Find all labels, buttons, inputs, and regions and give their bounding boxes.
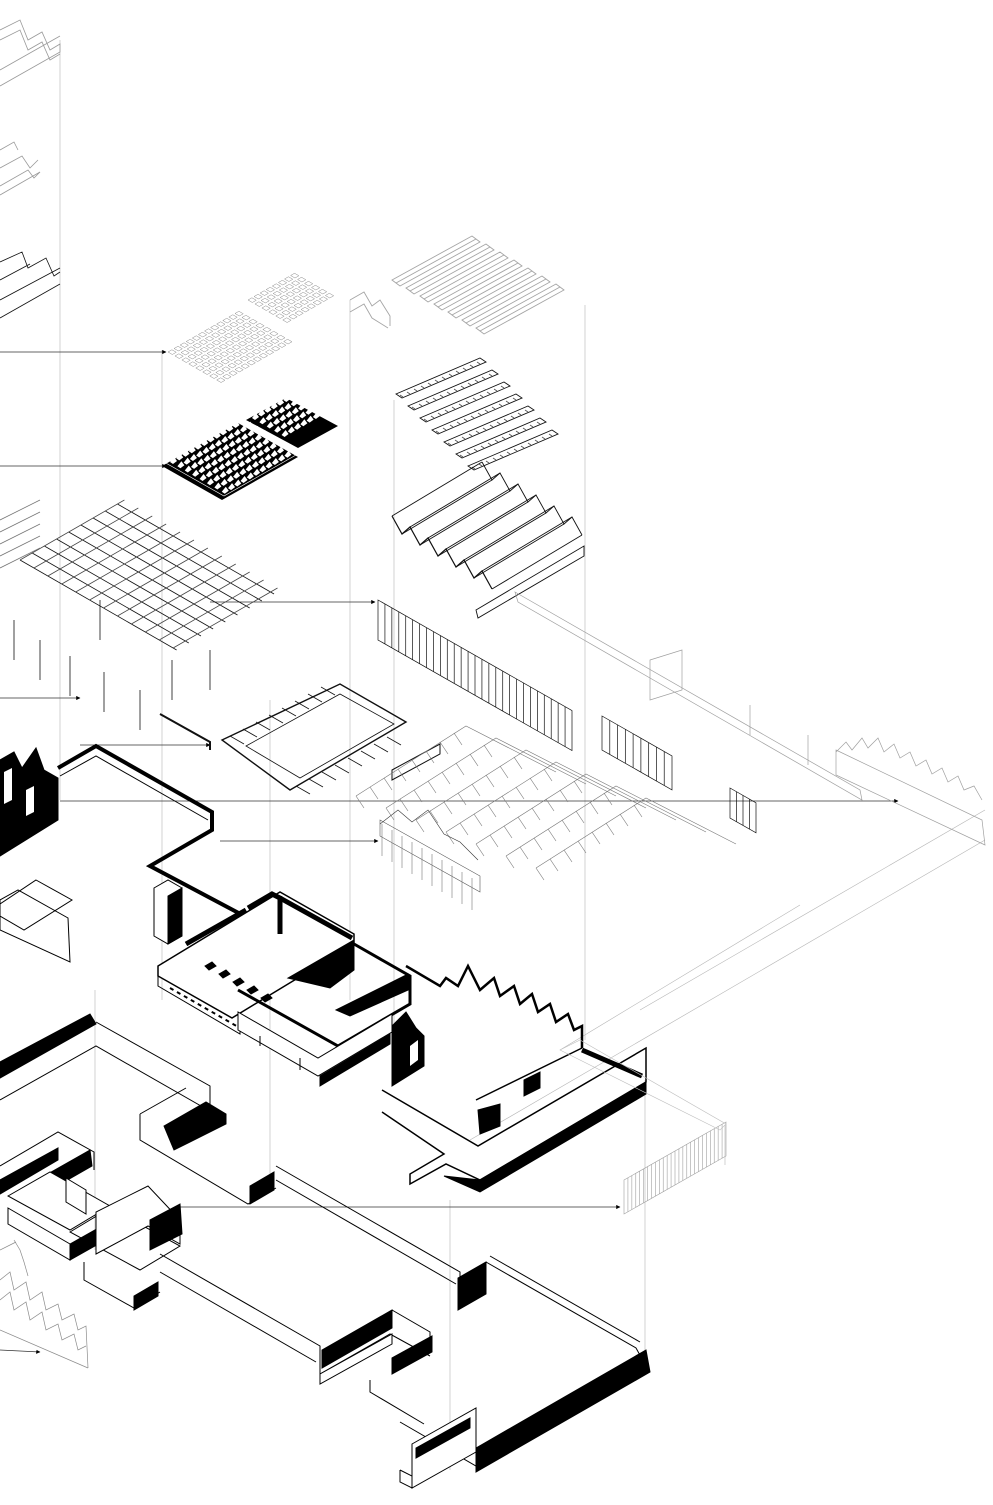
upper-walls-volume (0, 743, 647, 1193)
zigzag-skylight-roofs (349, 235, 585, 619)
top-left-sawtooth-fragments (0, 19, 61, 319)
roof-grid-panels (167, 272, 335, 383)
truss-greenhouse (355, 725, 737, 910)
skylight-mid-rails (395, 357, 559, 471)
ground-plinth-walls (0, 1013, 651, 1489)
arrow-to-sawtooth-elevation (0, 1349, 41, 1354)
timber-roof-frame (0, 499, 441, 795)
sawtooth-roof-cassettes (162, 395, 338, 500)
facade-screens (377, 599, 757, 834)
skylight-top-faded (349, 235, 565, 335)
pointer-arrows (0, 349, 899, 1354)
projection-guide-lines (59, 40, 986, 1470)
side-screen-faint (559, 1039, 727, 1215)
sawtooth-elevation-faint (0, 1239, 89, 1369)
skylight-lower-folded (391, 461, 585, 619)
far-elevation-bar (514, 591, 986, 846)
